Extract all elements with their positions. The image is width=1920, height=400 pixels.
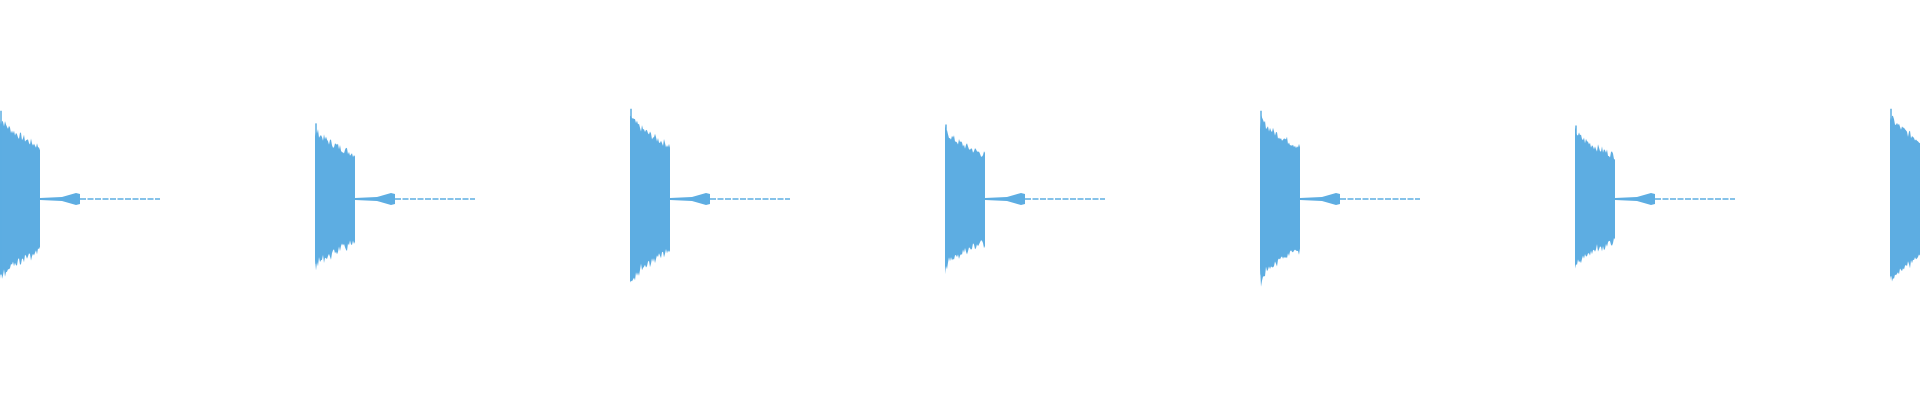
waveform-burst-blip: [40, 193, 80, 205]
waveform-burst-body: [315, 128, 355, 271]
waveform-burst-blip: [670, 193, 710, 205]
waveform-burst-blip: [985, 193, 1025, 205]
waveform-burst-body: [1260, 113, 1300, 287]
waveform-burst-7: [1890, 108, 1920, 282]
waveform-burst-blip: [1300, 193, 1340, 205]
waveform-burst-blip: [1615, 193, 1655, 205]
waveform-burst-body: [1575, 127, 1615, 269]
waveform-burst-blip: [355, 193, 395, 205]
waveform-burst-4: [945, 124, 1105, 275]
waveform-burst-body: [0, 120, 40, 279]
waveform-burst-body: [945, 125, 985, 275]
waveform-burst-2: [315, 123, 475, 271]
waveform-burst-5: [1260, 110, 1420, 287]
waveform-burst-body: [1890, 115, 1920, 282]
waveform-burst-body: [630, 115, 670, 283]
waveform-burst-1: [0, 110, 160, 279]
waveform-burst-3: [630, 108, 790, 283]
waveform-burst-6: [1575, 125, 1735, 269]
